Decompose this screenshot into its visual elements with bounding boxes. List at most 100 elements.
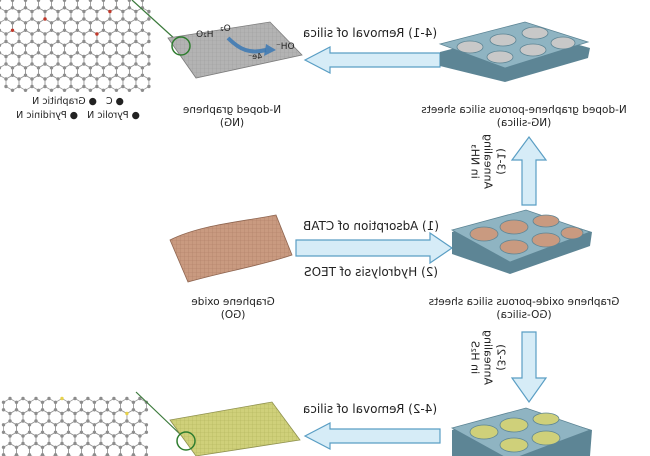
carbon-atom [0,66,2,70]
carbon-atom [10,66,15,70]
carbon-atom [79,400,84,404]
carbon-atom [105,408,110,412]
carbon-atom [131,430,136,434]
inset-oh-label: OH⁻ [276,42,295,52]
step-removal-bottom: (4-2) Removal of silica [302,402,438,416]
lattice-hexagon [68,443,82,456]
caption-go-silica: Graphene oxide-porous silica sheets (GO-… [428,296,620,321]
carbon-atom [36,51,41,55]
carbon-atom [30,62,34,66]
legend-graphitic-n: ● Graphitic N [32,96,97,107]
carbon-atom [95,17,99,21]
carbon-atom [79,445,84,449]
carbon-atom [69,77,73,81]
carbon-atom [121,62,125,66]
lattice-hexagon [42,443,56,456]
carbon-atom [140,0,145,2]
carbon-atom [114,88,119,93]
carbon-atom [138,419,142,423]
carbon-atom [23,21,28,25]
carbon-atom [88,51,93,55]
carbon-atom [144,408,149,412]
dopant-atom [43,17,47,21]
zoom-circle-top [171,36,191,56]
carbon-atom [1,423,6,427]
carbon-atom [40,423,45,427]
lattice-hexagon [18,74,33,91]
carbon-atom [147,32,151,36]
carbon-atom [30,17,34,21]
carbon-atom [69,84,73,89]
carbon-atom [114,28,119,32]
removal-arrow-top [303,46,441,74]
carbon-atom [0,6,2,10]
step-annealing-h2s: (3-2) Annealing in H₂S [468,329,508,386]
carbon-atom [62,43,67,47]
carbon-atom [138,396,142,401]
inset-o2-label: O₂ [220,24,231,34]
carbon-atom [1,400,6,404]
carbon-atom [0,51,2,55]
carbon-atom [14,400,19,404]
carbon-atom [53,430,58,434]
carbon-atom [95,62,99,66]
carbon-atom [60,419,64,423]
carbon-atom [43,84,47,89]
carbon-atom [140,43,145,47]
carbon-atom [92,423,97,427]
carbon-atom [121,84,125,89]
carbon-atom [14,430,19,434]
carbon-atom [114,0,119,2]
carbon-atom [114,66,119,70]
carbon-atom [125,396,129,401]
carbon-atom [114,73,119,78]
carbon-atom [82,54,86,59]
carbon-atom [88,28,93,32]
carbon-atom [30,54,34,59]
ng-silica-sheet [438,21,590,82]
carbon-atom [10,21,15,25]
carbon-atom [82,9,86,14]
carbon-atom [62,88,67,93]
carbon-atom [10,6,15,10]
carbon-atom [4,9,8,14]
carbon-atom [73,419,77,423]
carbon-atom [66,453,71,456]
carbon-atom [0,28,2,32]
carbon-atom [131,408,136,412]
carbon-atom [127,88,132,93]
carbon-atom [134,62,138,66]
carbon-atom [118,408,123,412]
lattice-hexagon [109,74,124,91]
carbon-atom [118,400,123,404]
carbon-atom [86,411,90,416]
carbon-atom [27,453,32,456]
carbon-atom [121,54,125,59]
carbon-atom [95,54,99,59]
lattice-hexagon [70,74,85,91]
carbon-atom [4,54,8,59]
carbon-atom [79,408,84,412]
carbon-atom [34,441,38,446]
carbon-atom [86,441,90,446]
carbon-atom [75,88,80,93]
carbon-atom [60,434,64,438]
carbon-atom [69,39,73,44]
carbon-atom [105,400,110,404]
step-removal-top: (4-1) Removal of silica [302,26,438,40]
carbon-atom [21,396,25,401]
lattice-hexagon [90,0,104,12]
carbon-atom [92,445,97,449]
legend-row-2: ● Pyrolic N ● Pyridinic N [4,110,152,122]
carbon-atom [127,28,132,32]
orr-curved-arrow [226,36,267,54]
lattice-hexagon [25,0,39,12]
carbon-atom [17,17,21,21]
carbon-atom [47,396,51,401]
carbon-atom [43,62,47,66]
carbon-atom [1,430,6,434]
lattice-hexagon [3,443,17,456]
carbon-atom [73,411,77,416]
carbon-atom [17,9,21,14]
carbon-atom [101,51,106,55]
